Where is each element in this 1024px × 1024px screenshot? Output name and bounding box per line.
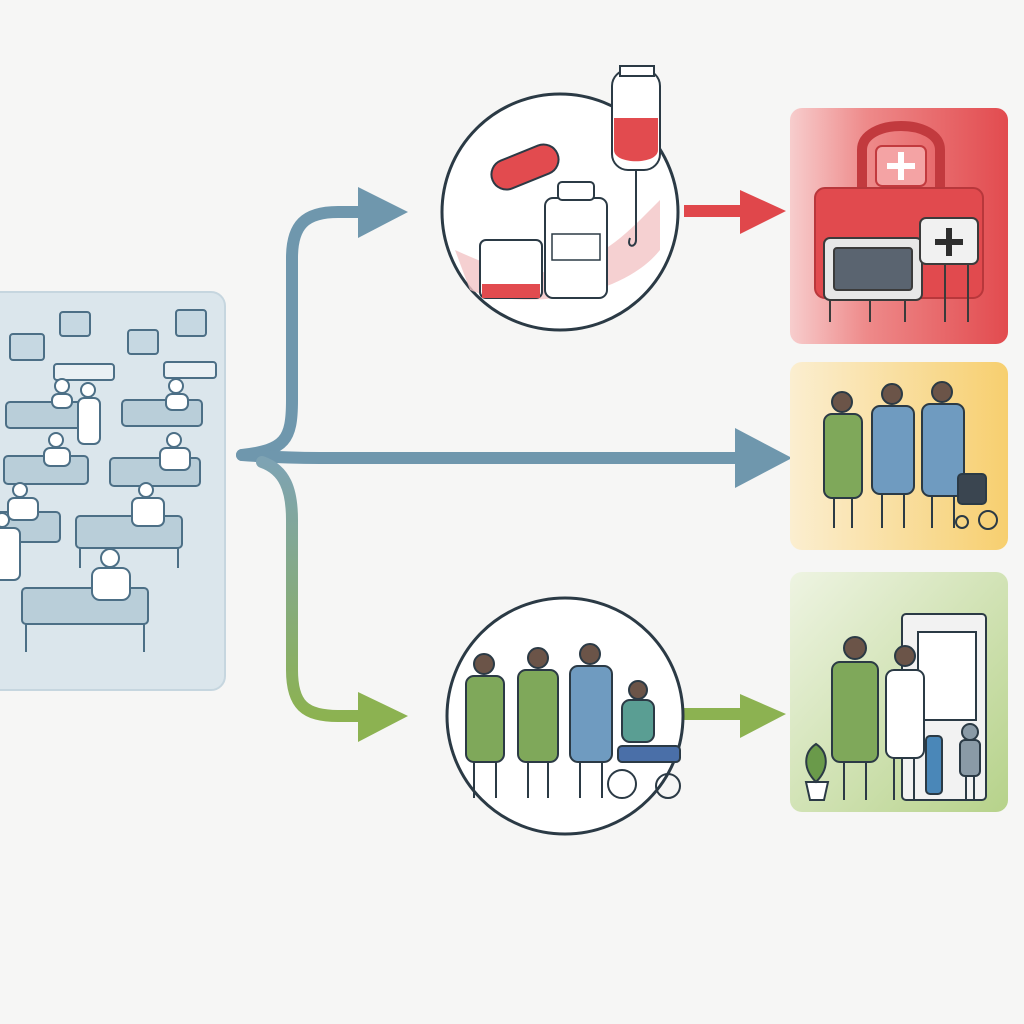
arrowhead-community-outcome	[740, 694, 786, 738]
medication-iv-icon	[455, 65, 661, 300]
arrowhead-acute-care	[358, 187, 408, 238]
connector-acute-care	[236, 206, 371, 461]
connector-direct	[236, 449, 751, 464]
connector-community-outcome	[684, 708, 744, 720]
people-walker-icon	[823, 381, 998, 530]
medication-circle	[440, 65, 680, 332]
hospital-ward-icon	[0, 309, 217, 652]
home-discharge-icon	[804, 613, 987, 801]
community-people-circle	[445, 596, 685, 836]
outcome-medical-equipment	[790, 108, 1008, 344]
arrowhead-community	[358, 692, 408, 742]
connector-acute-outcome	[684, 205, 744, 217]
arrowhead-acute-outcome	[740, 190, 786, 234]
outcome-people-walker	[790, 362, 1008, 550]
hospital-ward-panel	[0, 291, 226, 691]
arrowhead-direct	[735, 428, 792, 488]
medical-equipment-icon	[814, 121, 984, 322]
branch-connectors	[236, 187, 792, 742]
people-wheelchair-icon	[465, 643, 681, 799]
connector-community	[256, 456, 371, 722]
outcome-home-discharge	[790, 572, 1008, 812]
